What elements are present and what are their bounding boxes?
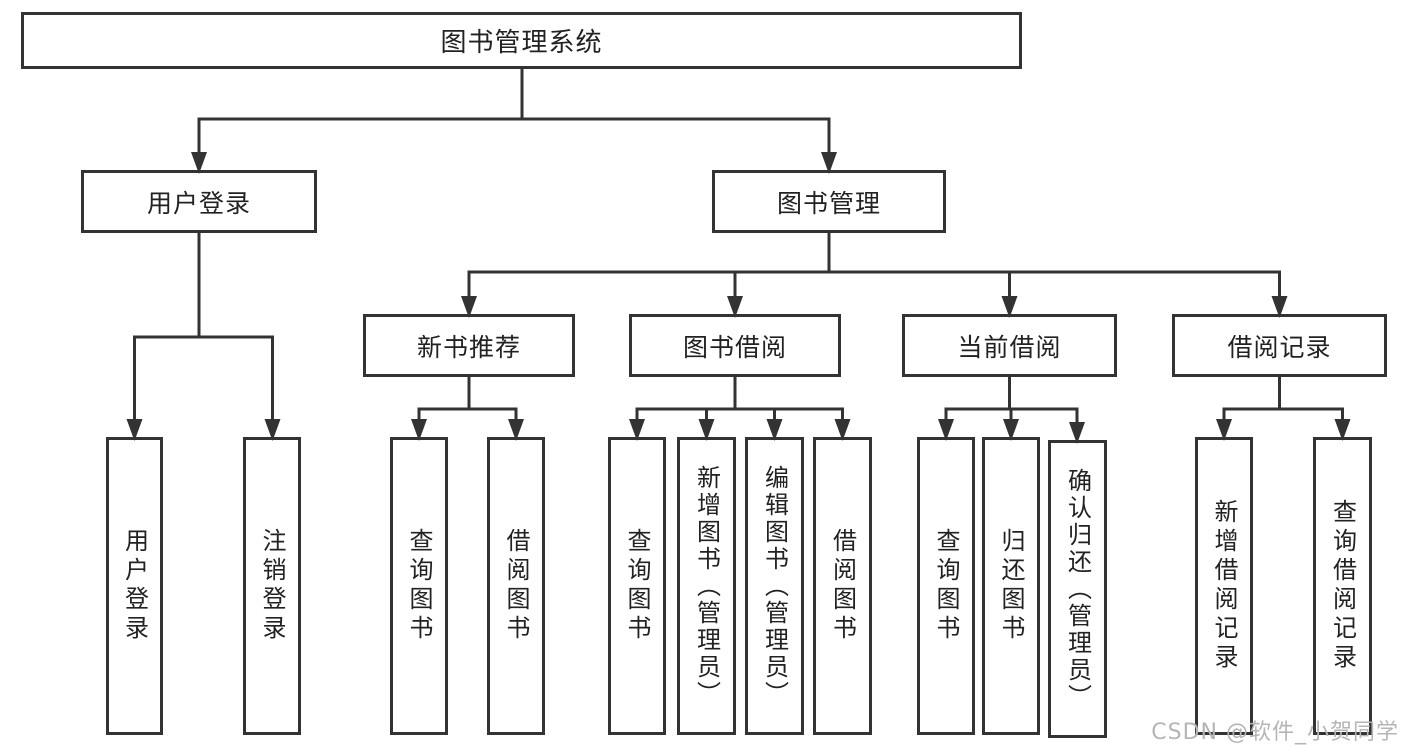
node-leaf-query-books-3: 查询图书 — [917, 437, 975, 735]
node-leaf-logout: 注销登录 — [243, 437, 301, 735]
node-leaf-return-books: 归还图书 — [982, 437, 1040, 735]
node-leaf-query-books-1: 查询图书 — [390, 437, 448, 735]
node-user-login: 用户登录 — [81, 170, 317, 233]
node-leaf-add-borrow-record: 新增借阅记录 — [1195, 437, 1253, 735]
node-leaf-add-books-admin: 新增图书（管理员） — [677, 437, 736, 735]
node-current-borrowing: 当前借阅 — [902, 314, 1117, 377]
node-new-book-recommendation: 新书推荐 — [363, 314, 575, 377]
node-root-system: 图书管理系统 — [21, 12, 1022, 69]
node-leaf-query-books-2: 查询图书 — [608, 437, 666, 735]
csdn-watermark: CSDN @软件_小贺同学 — [1151, 720, 1399, 745]
node-leaf-borrow-books-2: 借阅图书 — [813, 437, 872, 735]
node-leaf-borrow-books-1: 借阅图书 — [487, 437, 545, 735]
node-book-management: 图书管理 — [712, 170, 946, 233]
node-leaf-query-borrow-record: 查询借阅记录 — [1313, 437, 1372, 735]
node-leaf-confirm-return-admin: 确认归还（管理员） — [1048, 440, 1107, 738]
node-leaf-user-login: 用户登录 — [106, 437, 163, 735]
node-leaf-edit-books-admin: 编辑图书（管理员） — [745, 437, 804, 735]
node-book-borrowing: 图书借阅 — [629, 314, 841, 377]
node-borrowing-records: 借阅记录 — [1172, 314, 1387, 377]
